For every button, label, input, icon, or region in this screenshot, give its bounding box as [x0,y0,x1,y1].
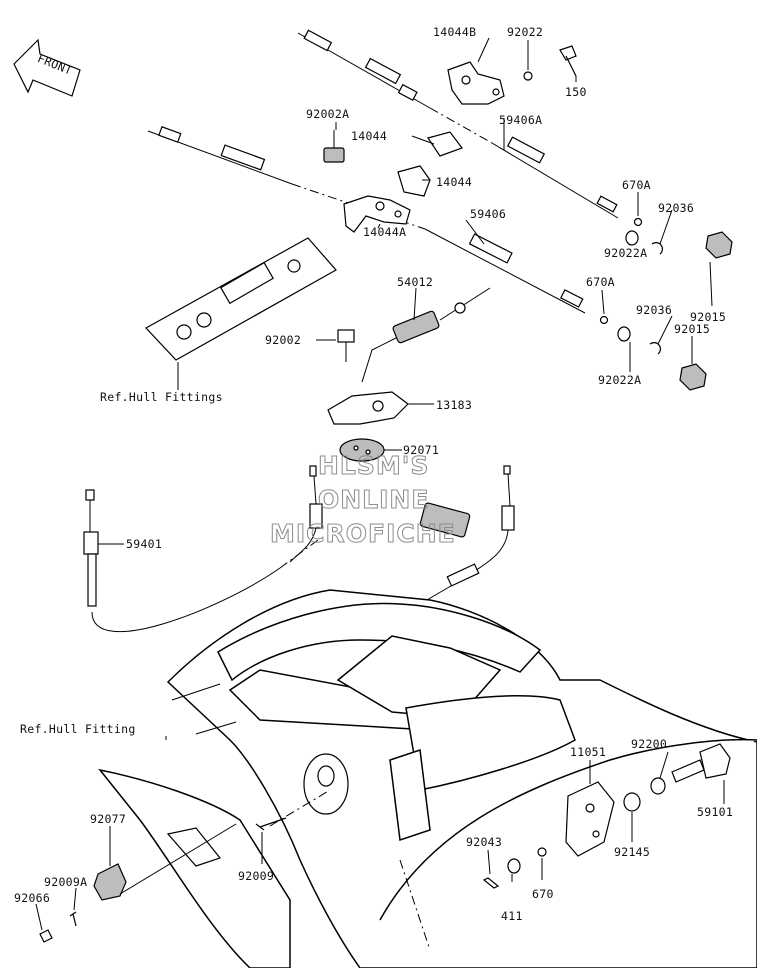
nut-92015-upper [705,231,733,259]
label-92009: 92009 [238,869,274,883]
label-411: 411 [501,909,523,923]
cable-59406a [297,29,619,219]
o-ring-670 [537,847,547,857]
leader-lines [35,37,725,951]
label-92066: 92066 [14,891,50,905]
bracket-14044a [343,195,411,233]
label-13183: 13183 [436,398,472,412]
hull-side-panel [98,768,291,968]
o-ring-670a-upper [633,217,643,227]
front-arrow-icon: FRONT [13,38,81,97]
bolt-92002 [337,329,355,362]
label-670: 670 [532,887,554,901]
washer-92022a-lower [617,326,631,342]
label-670a-lower: 670A [586,275,615,289]
bracket-14044b [447,61,505,105]
bolt-92002a [323,130,345,163]
hull-bracket-plate [145,237,337,361]
label-92036-upper: 92036 [658,201,694,215]
bolt-150 [559,45,577,77]
pin-92043 [482,877,500,889]
o-ring-670a-lower [599,315,609,325]
watermark: HLSM'S ONLINE MICROFICHE [270,451,456,549]
label-92022a-upper: 92022A [604,246,647,260]
label-59406a: 59406A [499,113,542,127]
label-92002: 92002 [265,333,301,347]
label-92077: 92077 [90,812,126,826]
washer-411 [507,858,521,874]
nut-92015-lower [679,363,707,391]
bolt-92009a [69,911,77,927]
label-14044-upper: 14044 [351,129,387,143]
label-59101: 59101 [697,805,733,819]
label-92022a-lower: 92022A [598,373,641,387]
label-14044b: 14044B [433,25,476,39]
label-92015-upper: 92015 [690,310,726,324]
label-92015-lower: 92015 [674,322,710,336]
washer-92022 [523,71,533,81]
bracket-11051 [565,781,615,857]
label-92036-lower: 92036 [636,303,672,317]
label-92009a: 92009A [44,875,87,889]
watermark-line-3: MICROFICHE [270,519,456,548]
label-92022: 92022 [507,25,543,39]
bracket-14044-upper [427,131,463,157]
label-92200: 92200 [631,737,667,751]
label-92002a: 92002A [306,107,349,121]
washer-92200 [650,777,666,795]
label-670a-upper: 670A [622,178,651,192]
cap-92077 [93,863,127,901]
watermark-line-1: HLSM'S [318,451,429,480]
bracket-14044-lower [397,165,431,197]
clip-92036-lower [649,342,661,355]
label-14044-lower: 14044 [436,175,472,189]
label-11051: 11051 [570,745,606,759]
label-54012: 54012 [397,275,433,289]
bolt-92009 [255,817,287,831]
cap-92066 [39,929,53,943]
collar-92145 [623,792,641,812]
cable-59401 [83,489,319,633]
lever-59101 [671,743,731,783]
label-92145: 92145 [614,845,650,859]
plate-13183 [327,391,409,425]
washer-92022a-upper [625,230,639,246]
watermark-line-2: ONLINE [318,485,429,514]
ref-hull-fitting: Ref.Hull Fitting [20,722,136,736]
label-59401: 59401 [126,537,162,551]
label-150: 150 [565,85,587,99]
label-59406: 59406 [470,207,506,221]
label-14044a: 14044A [363,225,406,239]
part-labels: 14044B 92022 150 92002A 14044 59406A 140… [14,25,733,923]
cable-54012 [361,287,491,383]
label-92071: 92071 [403,443,439,457]
clip-92036-upper [651,242,663,255]
cable-59406 [147,126,586,314]
ref-hull-fittings: Ref.Hull Fittings [100,390,223,404]
label-92043: 92043 [466,835,502,849]
